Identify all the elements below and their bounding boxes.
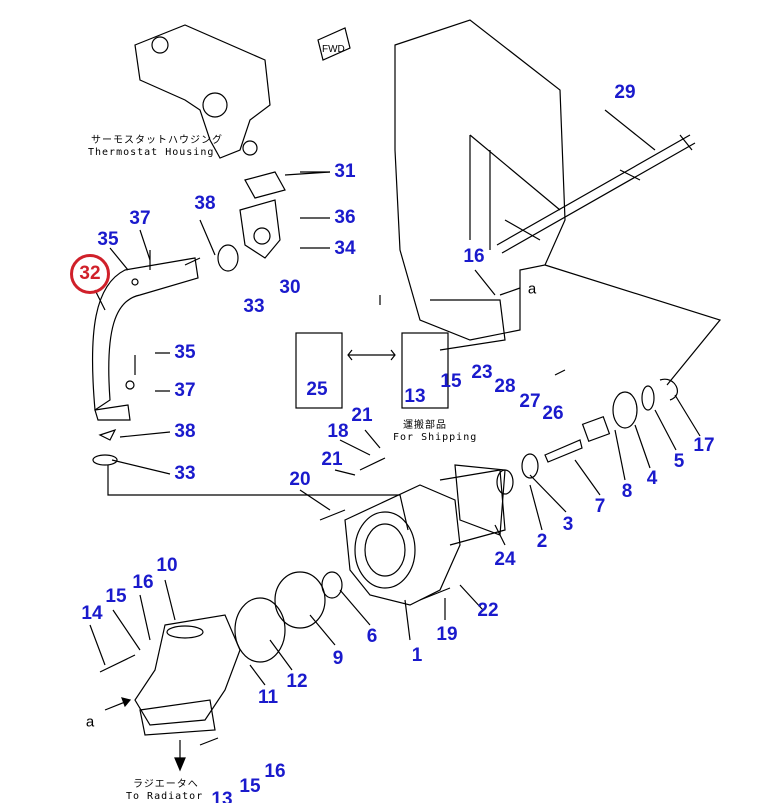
part-label-16[interactable]: 16 — [463, 246, 485, 267]
highlight-circle — [70, 254, 110, 294]
part-label-38[interactable]: 38 — [174, 421, 196, 442]
part-label-13[interactable]: 13 — [404, 386, 426, 407]
part-label-17[interactable]: 17 — [693, 435, 715, 456]
part-label-14[interactable]: 14 — [81, 603, 103, 624]
part-label-21[interactable]: 21 — [321, 449, 343, 470]
part-label-27[interactable]: 27 — [519, 391, 541, 412]
part-label-20[interactable]: 20 — [289, 469, 311, 490]
part-label-19[interactable]: 19 — [436, 624, 458, 645]
part-label-6[interactable]: 6 — [366, 626, 378, 647]
part-label-35[interactable]: 35 — [97, 229, 119, 250]
part-label-8[interactable]: 8 — [621, 481, 633, 502]
fwd-marker: FWD — [322, 44, 345, 55]
part-label-30[interactable]: 30 — [279, 277, 301, 298]
part-label-35[interactable]: 35 — [174, 342, 196, 363]
part-label-18[interactable]: 18 — [327, 421, 349, 442]
part-label-34[interactable]: 34 — [334, 238, 356, 259]
part-label-38[interactable]: 38 — [194, 193, 216, 214]
part-label-highlighted[interactable]: 32 — [79, 263, 101, 284]
radiator-caption-jp: ラジエータへ — [133, 779, 199, 790]
part-label-37[interactable]: 37 — [129, 208, 151, 229]
part-label-15[interactable]: 15 — [440, 371, 462, 392]
part-label-4[interactable]: 4 — [646, 468, 658, 489]
part-label-28[interactable]: 28 — [494, 376, 516, 397]
part-label-13[interactable]: 13 — [211, 789, 233, 803]
part-label-11[interactable]: 11 — [257, 687, 279, 708]
part-label-1[interactable]: 1 — [411, 645, 423, 666]
part-label-3[interactable]: 3 — [562, 514, 574, 535]
part-label-33[interactable]: 33 — [243, 296, 265, 317]
part-label-5[interactable]: 5 — [673, 451, 685, 472]
part-label-10[interactable]: 10 — [156, 555, 178, 576]
reference-mark-a: a — [85, 713, 95, 731]
thermostat-caption-en: Thermostat Housing — [88, 147, 215, 158]
part-label-29[interactable]: 29 — [614, 82, 636, 103]
part-label-15[interactable]: 15 — [239, 776, 261, 797]
radiator-caption-en: To Radiator — [126, 791, 204, 802]
part-label-24[interactable]: 24 — [494, 549, 516, 570]
part-label-26[interactable]: 26 — [542, 403, 564, 424]
part-label-9[interactable]: 9 — [332, 648, 344, 669]
part-label-31[interactable]: 31 — [334, 161, 356, 182]
part-label-7[interactable]: 7 — [594, 496, 606, 517]
thermostat-caption-jp: サーモスタットハウジング — [91, 135, 223, 146]
part-label-25[interactable]: 25 — [306, 379, 328, 400]
part-label-23[interactable]: 23 — [471, 362, 493, 383]
part-label-33[interactable]: 33 — [174, 463, 196, 484]
part-label-16[interactable]: 16 — [264, 761, 286, 782]
part-label-2[interactable]: 2 — [536, 531, 548, 552]
part-label-37[interactable]: 37 — [174, 380, 196, 401]
shipping-caption-en: For Shipping — [393, 432, 478, 443]
shipping-caption-jp: 運搬部品 — [403, 420, 447, 431]
part-label-22[interactable]: 22 — [477, 600, 499, 621]
reference-mark-a: a — [527, 280, 537, 298]
part-label-16[interactable]: 16 — [132, 572, 154, 593]
part-label-36[interactable]: 36 — [334, 207, 356, 228]
part-label-21[interactable]: 21 — [351, 405, 373, 426]
part-label-12[interactable]: 12 — [286, 671, 308, 692]
part-label-15[interactable]: 15 — [105, 586, 127, 607]
